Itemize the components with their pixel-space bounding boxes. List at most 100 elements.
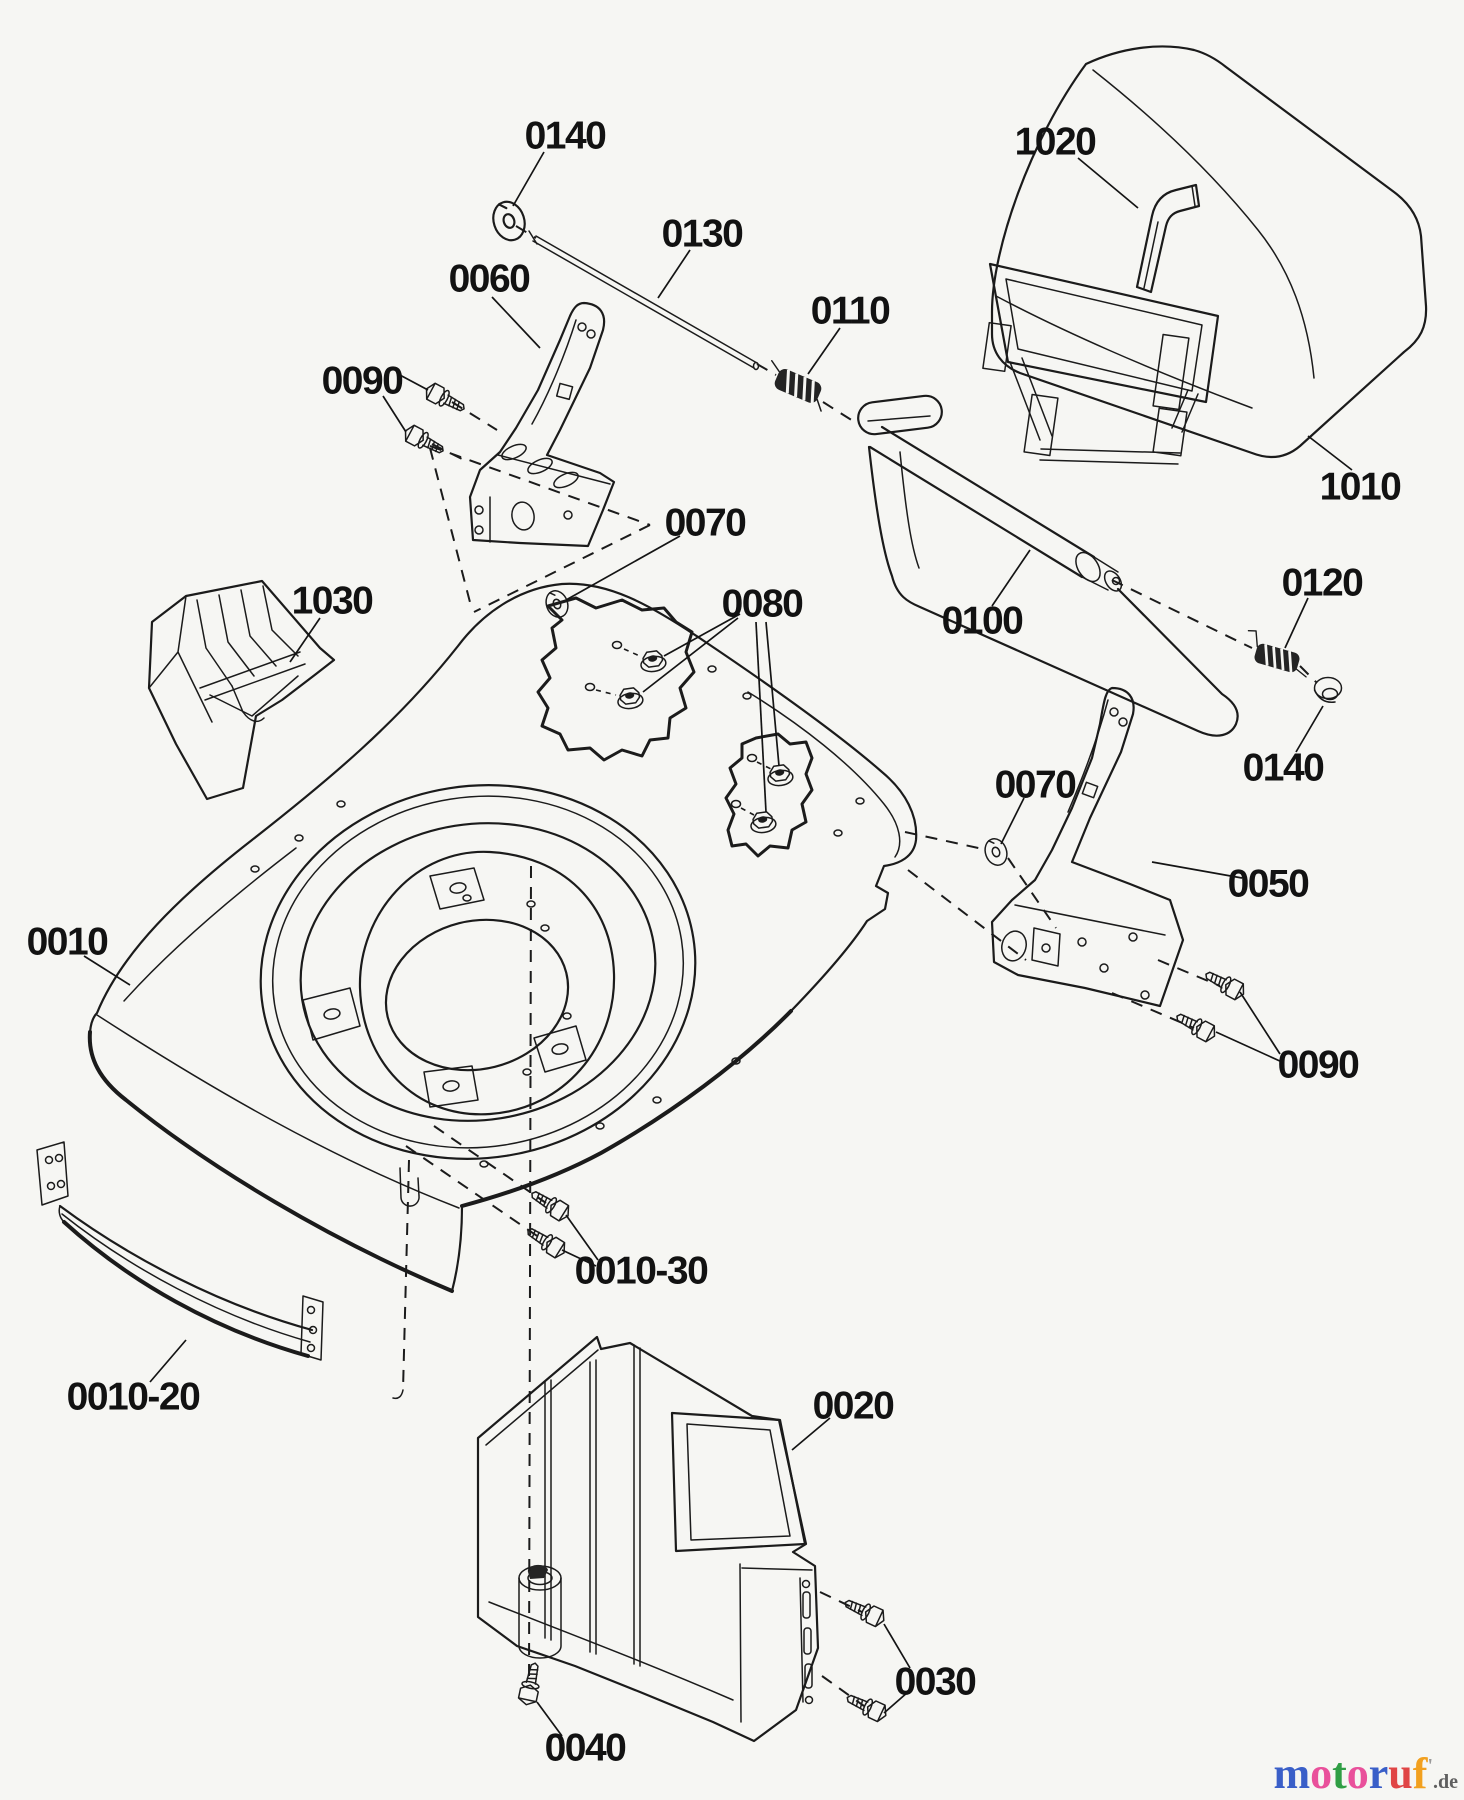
leader-line-0080	[765, 621, 780, 767]
brand-logo-word: motoruf	[1273, 1749, 1427, 1798]
washer-0070-right	[980, 834, 1012, 870]
leader-line-0010-30	[561, 1249, 597, 1267]
fasteners-drawing	[400, 196, 1249, 1725]
bolt-0090-left-1	[421, 380, 470, 418]
leader-line-0090	[1239, 991, 1281, 1055]
rear-baffle-drawing	[476, 1335, 820, 1743]
brand-logo: motoruf'.de	[1273, 1752, 1458, 1796]
bushing-drawing	[1313, 676, 1343, 703]
right-bracket-drawing	[990, 686, 1185, 1008]
nut-0080-3	[765, 763, 795, 788]
part-label-0120-8: 0120	[1282, 562, 1365, 649]
logo-letter-t: t	[1332, 1749, 1347, 1798]
leader-line-0100	[991, 549, 1031, 607]
rear-door-drawing	[857, 394, 1239, 737]
part-label-1030-10: 1030	[289, 580, 375, 663]
leader-line-1030	[289, 617, 321, 663]
part-number-text-0090: 0090	[1278, 1044, 1360, 1087]
leader-line-0080	[663, 613, 741, 657]
leader-line-0020	[791, 1417, 831, 1451]
part-label-0010-16: 0010	[27, 921, 131, 986]
part-label-0140-0: 0140	[512, 115, 608, 207]
part-label-0050-14: 0050	[1151, 861, 1311, 906]
deck-holes	[250, 665, 865, 1168]
part-number-text-0140: 0140	[525, 115, 607, 158]
bolt-0090-left-2	[400, 422, 449, 460]
nut-0080-1	[638, 649, 668, 674]
leader-line-0090	[1215, 1031, 1283, 1063]
spring-0120-drawing	[1247, 629, 1307, 678]
part-number-text-0040: 0040	[545, 1727, 627, 1770]
leader-line-0060	[491, 296, 541, 349]
left-bracket-drawing	[468, 301, 616, 548]
leader-line-0130	[657, 249, 691, 299]
grass-bag-drawing	[982, 45, 1428, 465]
part-label-0030-20: 0030	[883, 1623, 978, 1714]
part-label-0070-13: 0070	[995, 764, 1078, 845]
bolt-0010-30-1	[526, 1184, 574, 1225]
leader-line-0140	[512, 151, 545, 207]
part-number-text-0030: 0030	[895, 1661, 977, 1704]
bolt-0030-1	[840, 1593, 889, 1630]
leader-line-0040	[536, 1701, 563, 1737]
part-number-text-0120: 0120	[1282, 562, 1364, 605]
part-label-0010-30-17: 0010-30	[561, 1214, 710, 1293]
deck-housing-drawing	[87, 582, 918, 1293]
part-number-text-0070: 0070	[995, 764, 1077, 807]
leader-line-0010-20	[149, 1339, 187, 1383]
leader-line-0030	[883, 1691, 909, 1714]
leader-line-0090	[397, 373, 429, 391]
leader-line-0140	[1295, 705, 1324, 753]
part-label-0060-2: 0060	[449, 258, 541, 349]
part-number-text-1030: 1030	[292, 580, 374, 623]
part-label-1010-5: 1010	[1307, 435, 1403, 509]
part-number-text-0140: 0140	[1243, 747, 1325, 790]
part-number-text-0020: 0020	[813, 1385, 895, 1428]
bolt-0040	[516, 1660, 545, 1708]
leader-line-0070	[1000, 797, 1025, 845]
bolt-0090-right-1	[1200, 965, 1249, 1003]
part-number-text-0080: 0080	[722, 583, 804, 626]
part-label-0020-19: 0020	[791, 1385, 896, 1451]
front-baffle-strip-drawing	[36, 1141, 324, 1361]
part-label-1020-4: 1020	[1015, 121, 1139, 209]
part-number-text-0010-30: 0010-30	[575, 1250, 708, 1293]
part-label-0090-15: 0090	[1215, 991, 1361, 1087]
leader-line-0050	[1151, 861, 1243, 879]
logo-letter-m: m	[1273, 1749, 1311, 1798]
part-labels-layer: 0140 0130 0060 0090 1020 1010 0110 0100 0120 0140…	[27, 115, 1403, 1770]
part-number-text-0070: 0070	[665, 502, 747, 545]
left-detail-pad	[536, 596, 696, 762]
mulch-plug-drawing	[147, 579, 336, 801]
part-number-text-0010-20: 0010-20	[67, 1376, 200, 1419]
logo-letter-o: o	[1346, 1749, 1369, 1798]
part-number-text-0010: 0010	[27, 921, 109, 964]
logo-letter-f: f	[1412, 1749, 1428, 1798]
part-label-0100-7: 0100	[942, 549, 1031, 643]
spring-0110-drawing	[771, 359, 822, 412]
part-label-0140-9: 0140	[1243, 705, 1326, 790]
bag-handle-drawing	[1135, 183, 1201, 294]
part-number-text-0100: 0100	[942, 600, 1024, 643]
nut-0080-2	[615, 686, 645, 711]
leader-line-0110	[807, 327, 841, 375]
washer-0140-top	[487, 196, 531, 246]
part-label-0130-1: 0130	[657, 213, 745, 299]
leader-line-0030	[883, 1623, 911, 1669]
logo-letter-o: o	[1310, 1749, 1333, 1798]
part-number-text-0130: 0130	[662, 213, 744, 256]
brand-logo-tick: '	[1427, 1755, 1433, 1777]
leader-line-0080	[642, 617, 739, 693]
part-label-0080-12: 0080	[642, 583, 805, 813]
leader-line-0120	[1284, 597, 1309, 649]
part-number-text-0110: 0110	[811, 290, 890, 333]
right-detail-pad	[724, 732, 814, 858]
logo-letter-u: u	[1388, 1749, 1413, 1798]
leader-line-1010	[1307, 435, 1353, 471]
leader-line-0010	[83, 955, 131, 986]
leader-line-0070	[565, 535, 681, 601]
alignment-dashes	[392, 225, 1318, 1707]
leader-line-0010-30	[565, 1214, 599, 1261]
